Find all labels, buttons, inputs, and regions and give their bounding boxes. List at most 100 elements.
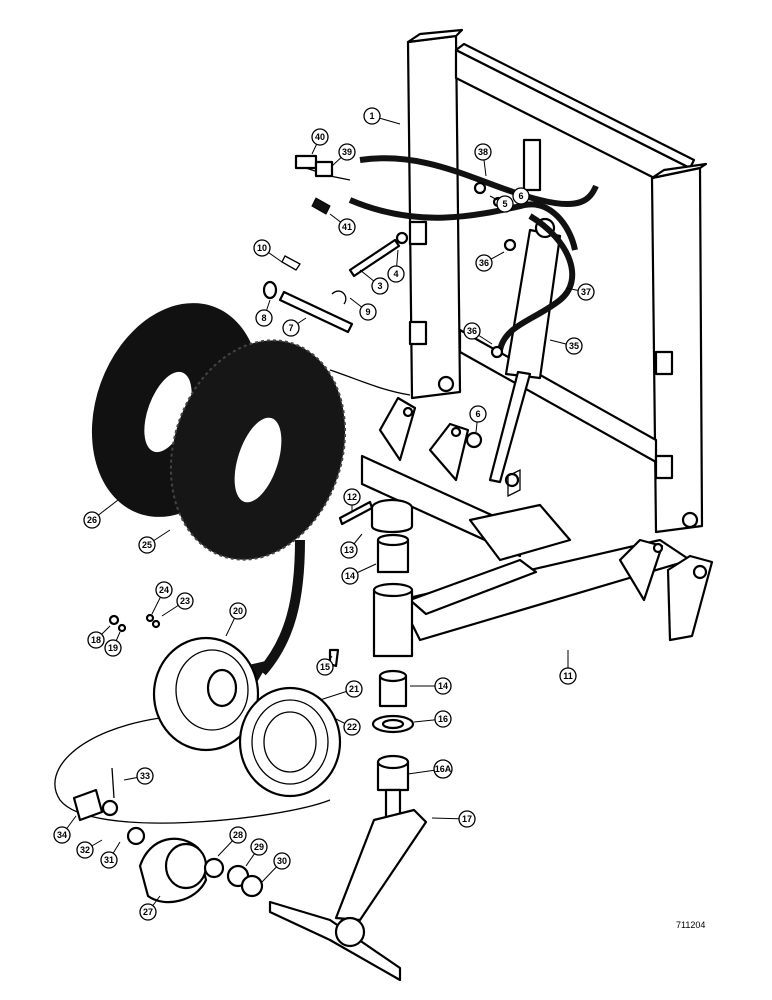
callout-33: 33 xyxy=(136,767,154,785)
callout-circle xyxy=(496,195,514,213)
callout-32: 32 xyxy=(76,841,94,859)
callout-38: 38 xyxy=(474,143,492,161)
callout-label: 23 xyxy=(180,596,190,606)
callout-circle xyxy=(359,303,377,321)
callout-34: 34 xyxy=(53,826,71,844)
callout-label: 25 xyxy=(142,540,152,550)
callout-21: 21 xyxy=(345,680,363,698)
callout-40: 40 xyxy=(311,128,329,146)
callout-label: 34 xyxy=(57,830,67,840)
callout-14a: 14 xyxy=(341,567,359,585)
callout-circle xyxy=(345,680,363,698)
callout-label: 20 xyxy=(233,606,243,616)
callout-label: 35 xyxy=(569,341,579,351)
callout-label: 24 xyxy=(159,585,169,595)
callout-circle xyxy=(155,581,173,599)
callout-label: 22 xyxy=(347,722,357,732)
callout-circle xyxy=(474,143,492,161)
callout-36a: 36 xyxy=(475,254,493,272)
callout-label: 4 xyxy=(393,269,398,279)
callout-label: 26 xyxy=(87,515,97,525)
callout-label: 6 xyxy=(518,191,523,201)
callout-25: 25 xyxy=(138,536,156,554)
callout-circle xyxy=(76,841,94,859)
callout-36b: 36 xyxy=(463,322,481,340)
callout-8: 8 xyxy=(255,309,273,327)
callout-28: 28 xyxy=(229,826,247,844)
wheel-hub xyxy=(72,767,264,904)
callout-circle xyxy=(341,567,359,585)
callout-label: 28 xyxy=(233,830,243,840)
callout-label: 37 xyxy=(581,287,591,297)
callout-label: 39 xyxy=(342,147,352,157)
callout-circle xyxy=(338,218,356,236)
spindle-bushings xyxy=(328,498,415,822)
callout-circle xyxy=(104,639,122,657)
callout-41: 41 xyxy=(338,218,356,236)
a-frame-axle xyxy=(360,396,714,642)
tire-25 xyxy=(169,339,347,561)
callout-label: 12 xyxy=(347,492,357,502)
callout-22: 22 xyxy=(343,718,361,736)
callout-label: 11 xyxy=(563,671,573,681)
callout-circle xyxy=(87,631,105,649)
callout-label: 27 xyxy=(143,907,153,917)
callout-circle xyxy=(340,541,358,559)
callout-circle xyxy=(139,903,157,921)
callout-circle xyxy=(138,536,156,554)
callout-circle xyxy=(316,658,334,676)
callout-12: 12 xyxy=(343,488,361,506)
callout-label: 8 xyxy=(261,313,266,323)
callout-20: 20 xyxy=(229,602,247,620)
figure-ref: 711204 xyxy=(676,920,705,930)
callout-circle xyxy=(512,187,530,205)
callout-19: 19 xyxy=(104,639,122,657)
callout-circle xyxy=(463,322,481,340)
callout-label: 13 xyxy=(344,545,354,555)
callout-4: 4 xyxy=(387,265,405,283)
callout-6b: 6 xyxy=(469,405,487,423)
callout-circle xyxy=(273,852,291,870)
callout-label: 38 xyxy=(478,147,488,157)
callout-circle xyxy=(229,602,247,620)
callout-label: 36 xyxy=(479,258,489,268)
callout-15: 15 xyxy=(316,658,334,676)
callout-label: 7 xyxy=(288,323,293,333)
callout-circle xyxy=(433,759,453,779)
callout-circle xyxy=(338,143,356,161)
callout-30: 30 xyxy=(273,852,291,870)
callout-label: 30 xyxy=(277,856,287,866)
callout-circle xyxy=(53,826,71,844)
callout-label: 15 xyxy=(320,662,330,672)
callout-label: 40 xyxy=(315,132,325,142)
spindle-arm xyxy=(268,808,428,982)
callout-7: 7 xyxy=(282,319,300,337)
callout-circle xyxy=(387,265,405,283)
callout-circle xyxy=(434,677,452,695)
callout-circle xyxy=(559,667,577,685)
callout-5: 5 xyxy=(496,195,514,213)
callout-label: 17 xyxy=(462,814,472,824)
callout-circle xyxy=(282,319,300,337)
callout-35: 35 xyxy=(565,337,583,355)
callout-27: 27 xyxy=(139,903,157,921)
callout-label: 31 xyxy=(104,855,114,865)
callout-26: 26 xyxy=(83,511,101,529)
callout-circle xyxy=(577,283,595,301)
callout-6a: 6 xyxy=(512,187,530,205)
callout-label: 10 xyxy=(257,243,267,253)
callout-label: 16 xyxy=(438,714,448,724)
callout-1: 1 xyxy=(363,107,381,125)
callout-16: 16 xyxy=(434,710,452,728)
callout-circle xyxy=(176,592,194,610)
callout-circle xyxy=(434,710,452,728)
callout-label: 6 xyxy=(475,409,480,419)
callout-circle xyxy=(565,337,583,355)
callout-circle xyxy=(83,511,101,529)
callout-circle xyxy=(371,277,389,295)
callout-circle xyxy=(100,851,118,869)
callout-11: 11 xyxy=(559,667,577,685)
callout-17: 17 xyxy=(458,810,476,828)
callout-18: 18 xyxy=(87,631,105,649)
